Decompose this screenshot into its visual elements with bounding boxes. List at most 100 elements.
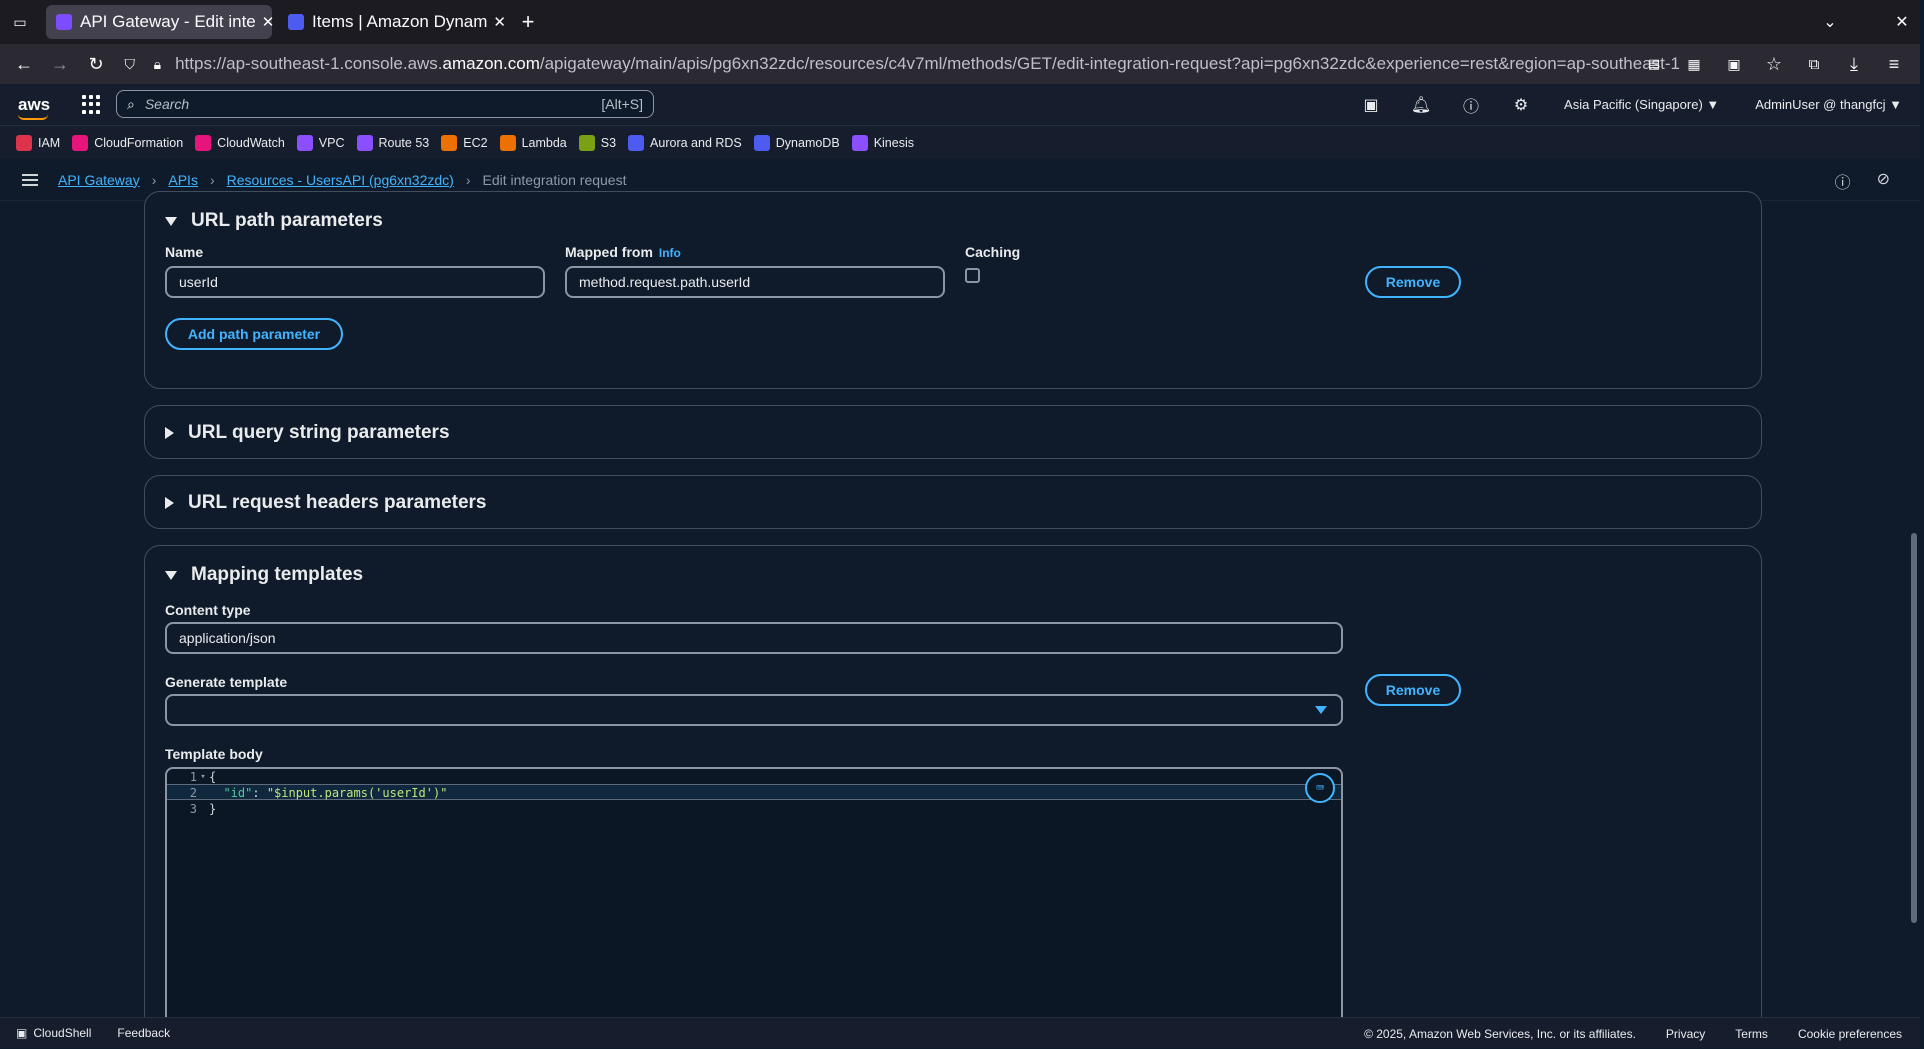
tab-title: API Gateway - Edit inte [80, 12, 256, 31]
cloudshell-icon[interactable]: ▣ [16, 1026, 28, 1040]
aws-console-header: aws ⌕ Search [Alt+S] ▣ 🔔︎ ⓘ ⚙ Asia Pacif… [0, 84, 1920, 125]
caching-checkbox[interactable] [965, 268, 980, 283]
notifications-bell-icon[interactable]: 🔔︎ [1410, 96, 1432, 114]
url-request-headers-parameters-header[interactable]: URL request headers parameters [145, 492, 487, 514]
aws-logo[interactable]: aws [18, 94, 52, 120]
dynamodb-favicon-icon [288, 14, 304, 30]
favorite-label: EC2 [463, 135, 488, 150]
url-query-string-parameters-header[interactable]: URL query string parameters [145, 422, 450, 444]
search-input[interactable]: ⌕ Search [Alt+S] [116, 90, 654, 118]
cloudshell-link[interactable]: CloudShell [33, 1026, 92, 1040]
back-icon[interactable]: ← [15, 53, 33, 74]
caret-right-icon [165, 427, 174, 439]
favorite-vpc[interactable]: VPC [296, 134, 345, 151]
region-selector[interactable]: Asia Pacific (Singapore) ▼ [1564, 97, 1720, 112]
extension-grid-icon[interactable]: ▦ [1687, 55, 1701, 72]
favorite-kinesis[interactable]: Kinesis [851, 134, 914, 151]
favorite-ec2[interactable]: EC2 [441, 134, 488, 151]
mapped-from-text: Mapped from [565, 244, 653, 260]
template-body-label: Template body [165, 746, 263, 762]
tab-list-icon[interactable]: ▭ [13, 13, 27, 30]
privacy-link[interactable]: Privacy [1665, 1026, 1706, 1041]
s3-icon [578, 134, 595, 151]
path-param-name-input[interactable]: userId [165, 266, 545, 298]
favorite-label: CloudFormation [94, 135, 184, 150]
favorite-iam[interactable]: IAM [16, 134, 61, 151]
close-window-icon[interactable]: ✕ [1895, 14, 1909, 31]
favorite-s3[interactable]: S3 [578, 134, 616, 151]
lock-icon[interactable]: 🔒︎ [153, 55, 162, 72]
cloudshell-icon[interactable]: ▣ [1363, 96, 1379, 114]
favorites-bar: IAM CloudFormation CloudWatch VPC Route … [0, 125, 1920, 159]
favorite-route53[interactable]: Route 53 [356, 134, 430, 151]
terms-link[interactable]: Terms [1735, 1026, 1768, 1041]
account-menu[interactable]: AdminUser @ thangfcj ▼ [1755, 97, 1902, 112]
info-panel-icon[interactable]: ⓘ [1834, 175, 1851, 192]
favorite-cloudwatch[interactable]: CloudWatch [195, 134, 285, 151]
favorite-cloudformation[interactable]: CloudFormation [72, 134, 184, 151]
section-title: Mapping templates [191, 564, 364, 585]
favorite-label: IAM [38, 135, 61, 150]
aws-logo-text: aws [18, 94, 51, 114]
scrollbar-thumb[interactable] [1911, 533, 1917, 923]
favorite-dynamodb[interactable]: DynamoDB [753, 134, 840, 151]
cookie-preferences-link[interactable]: Cookie preferences [1797, 1026, 1902, 1041]
breadcrumb-apis[interactable]: APIs [168, 171, 198, 188]
side-nav-menu-icon[interactable] [22, 171, 38, 189]
bookmark-star-icon[interactable]: ☆ [1765, 53, 1783, 74]
feedback-link[interactable]: Feedback [117, 1026, 171, 1040]
template-body-editor[interactable]: 1 ▾ { 2 "id": "$input.params('userId')" … [165, 767, 1343, 1027]
search-shortcut: [Alt+S] [601, 96, 643, 112]
extensions-icon[interactable]: ⧉ [1808, 55, 1820, 73]
url-bar[interactable]: ⛉ 🔒︎ https://ap-southeast-1.console.aws.… [120, 48, 1680, 80]
forward-icon[interactable]: → [51, 53, 69, 74]
section-title: URL path parameters [191, 210, 383, 231]
browser-tab-dynamodb[interactable]: Items | Amazon Dynam ✕ [278, 5, 506, 39]
caret-right-icon [165, 497, 174, 509]
app-menu-icon[interactable]: ≡ [1888, 53, 1900, 74]
flag-icon[interactable]: ▤ [1647, 56, 1661, 71]
remove-mapping-template-button[interactable]: Remove [1365, 674, 1461, 706]
remove-path-param-button[interactable]: Remove [1365, 266, 1461, 298]
keyboard-shortcuts-icon[interactable]: ⌨ [1305, 773, 1335, 803]
browser-tab-api-gateway[interactable]: API Gateway - Edit inte ✕ [46, 5, 275, 39]
caching-label: Caching [965, 244, 1021, 260]
add-path-parameter-button[interactable]: Add path parameter [165, 318, 343, 350]
close-tab-icon[interactable]: ✕ [261, 14, 275, 31]
code-text: { [209, 770, 217, 784]
content-type-label: Content type [165, 602, 251, 618]
line-number: 1 [189, 770, 197, 784]
generate-template-select[interactable] [165, 694, 1343, 726]
favorite-aurora-rds[interactable]: Aurora and RDS [628, 134, 742, 151]
list-all-tabs-icon[interactable]: ⌄ [1823, 14, 1837, 31]
services-menu-icon[interactable] [82, 94, 102, 115]
reader-view-icon[interactable]: ▣ [1727, 55, 1741, 72]
downloads-icon[interactable]: ⤓ [1850, 53, 1858, 74]
close-tab-icon[interactable]: ✕ [493, 14, 506, 31]
favorite-lambda[interactable]: Lambda [499, 134, 567, 151]
shield-icon[interactable]: ⛉ [124, 55, 136, 72]
favorite-label: Route 53 [378, 135, 430, 150]
chevron-right-icon: › [151, 171, 157, 188]
breadcrumb-api-gateway[interactable]: API Gateway [58, 171, 140, 188]
breadcrumb-resources[interactable]: Resources - UsersAPI (pg6xn32zdc) [226, 171, 454, 188]
url-path-parameters-header[interactable]: URL path parameters [145, 210, 383, 232]
settings-gear-icon[interactable]: ⚙ [1513, 96, 1529, 114]
page-scrollbar[interactable] [1908, 201, 1920, 1017]
new-tab-icon[interactable]: + [521, 9, 535, 34]
notifications-panel-icon[interactable]: ⊘ [1876, 171, 1890, 188]
mapping-templates-header[interactable]: Mapping templates [145, 564, 363, 586]
info-link[interactable]: Info [658, 246, 681, 260]
iam-icon [16, 134, 32, 151]
ec2-icon [441, 134, 458, 151]
reload-icon[interactable]: ↻ [88, 53, 104, 74]
content-type-input[interactable]: application/json [165, 622, 1343, 654]
url-domain: amazon.com [442, 54, 540, 73]
path-param-mapped-from-input[interactable]: method.request.path.userId [565, 266, 945, 298]
browser-nav-bar: ← → ↻ ⛉ 🔒︎ https://ap-southeast-1.consol… [0, 44, 1920, 84]
fold-icon[interactable]: ▾ [200, 772, 206, 782]
code-text: } [209, 802, 217, 816]
chevron-right-icon: › [209, 171, 215, 188]
fold-gutter [197, 801, 209, 817]
help-icon[interactable]: ⓘ [1463, 98, 1480, 116]
